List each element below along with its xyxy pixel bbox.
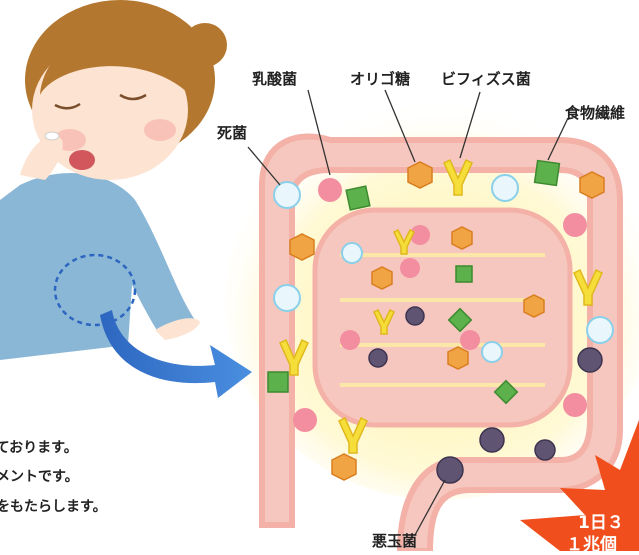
body-text-line-1: しております。	[0, 440, 78, 456]
label-bifidus-bacteria: ビフィズス菌	[441, 70, 531, 88]
bifidus-bacteria	[279, 158, 603, 454]
dietary-fiber	[267, 159, 561, 405]
arrow-icon	[100, 310, 252, 398]
bad-bacteria	[368, 306, 603, 484]
label-dead-bacteria: 死菌	[217, 124, 248, 142]
label-bad-bacteria: 悪玉菌	[372, 532, 418, 550]
oligo-sugar	[289, 161, 605, 481]
stomach-marker	[53, 253, 137, 327]
dead-bacteria	[273, 174, 614, 363]
burst-badge	[520, 420, 639, 551]
body-text-line-2: リメントです。	[0, 469, 79, 485]
lactic-acid-bacteria	[293, 178, 587, 432]
woman-figure	[0, 0, 227, 360]
label-pointer-lines	[247, 89, 569, 536]
label-lactic-acid-bacteria: 乳酸菌	[252, 70, 298, 88]
burst-text-line-2: １兆個	[566, 535, 617, 555]
body-text-line-3: 果をもたらします。	[0, 499, 107, 515]
burst-text-line-1: 1日３	[578, 513, 624, 533]
label-oligo-sugar: オリゴ糖	[350, 70, 411, 88]
label-dietary-fiber: 食物繊維	[565, 104, 626, 122]
